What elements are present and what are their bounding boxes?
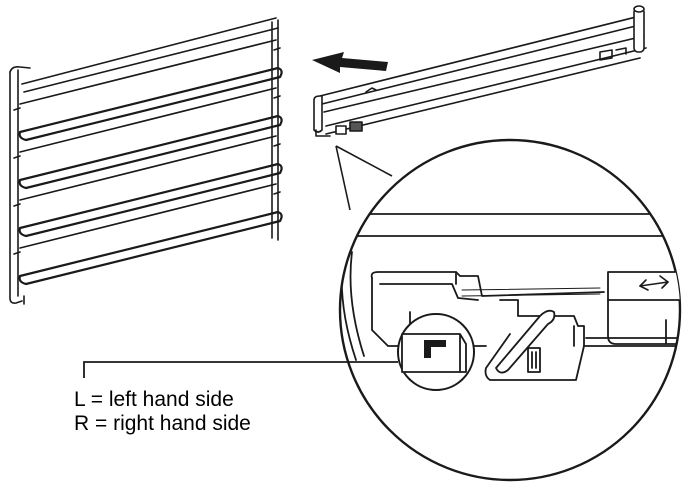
legend: L = left hand side R = right hand side (74, 388, 251, 436)
telescopic-rail (313, 5, 647, 137)
rack-bar-1 (18, 66, 283, 142)
magnified-detail (338, 138, 682, 482)
arrow-left-icon (312, 52, 388, 73)
rack-bar-4 (18, 210, 283, 286)
side-rack-frame (9, 17, 283, 305)
callout-leader (335, 145, 393, 211)
letter-highlight (397, 313, 475, 391)
rack-bar-3 (18, 162, 283, 238)
legend-leader (83, 361, 398, 378)
L-mark-icon (424, 340, 446, 358)
double-arrow-icon (639, 275, 669, 291)
legend-right: R = right hand side (74, 412, 251, 435)
rack-bar-2 (18, 114, 283, 190)
legend-left: L = left hand side (74, 388, 234, 411)
